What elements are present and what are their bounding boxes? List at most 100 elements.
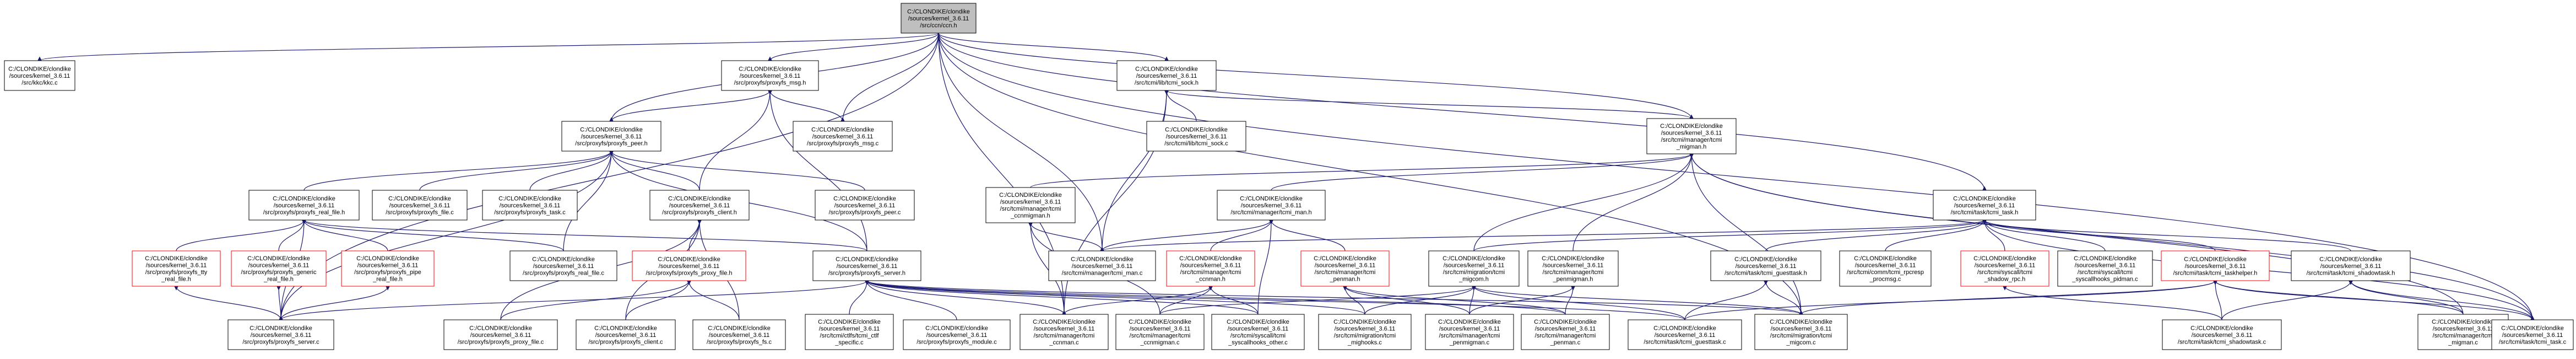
- node-tcmi-penman-c[interactable]: C:/CLONDIKE/clondike/sources/kernel_3.6.…: [1521, 314, 1610, 350]
- node-proxyfs-peer-h[interactable]: C:/CLONDIKE/clondike/sources/kernel_3.6.…: [561, 121, 661, 152]
- node-tcmi-shadow-rpc-h[interactable]: C:/CLONDIKE/clondike/sources/kernel_3.6.…: [1960, 250, 2049, 287]
- node-label-line: C:/CLONDIKE/clondike: [925, 325, 988, 331]
- node-label-line: _real_file.h: [372, 276, 403, 283]
- node-box: [793, 121, 893, 152]
- node-tcmi-mighooks-c[interactable]: C:/CLONDIKE/clondike/sources/kernel_3.6.…: [1318, 314, 1412, 350]
- node-proxyfs-tty-real-file-h[interactable]: C:/CLONDIKE/clondike/sources/kernel_3.6.…: [132, 250, 221, 287]
- node-label-line: _real_file.h: [161, 276, 191, 283]
- node-proxyfs-msg-h[interactable]: C:/CLONDIKE/clondike/sources/kernel_3.6.…: [721, 60, 819, 91]
- node-box: [1211, 314, 1305, 350]
- node-tcmi-penman-h[interactable]: C:/CLONDIKE/clondike/sources/kernel_3.6.…: [1300, 250, 1390, 287]
- node-tcmi-penmigman-c[interactable]: C:/CLONDIKE/clondike/sources/kernel_3.6.…: [1425, 314, 1514, 350]
- node-proxyfs-server-h[interactable]: C:/CLONDIKE/clondike/sources/kernel_3.6.…: [812, 250, 921, 281]
- node-tcmi-guesttask-h[interactable]: C:/CLONDIKE/clondike/sources/kernel_3.6.…: [1710, 250, 1821, 281]
- node-kkc-c[interactable]: C:/CLONDIKE/clondike/sources/kernel_3.6.…: [4, 60, 75, 91]
- node-tcmi-task-h[interactable]: C:/CLONDIKE/clondike/sources/kernel_3.6.…: [1933, 190, 2036, 221]
- node-tcmi-migman-h[interactable]: C:/CLONDIKE/clondike/sources/kernel_3.6.…: [1646, 118, 1737, 154]
- node-box: [1521, 314, 1610, 350]
- node-proxyfs-generic-real-file-h[interactable]: C:/CLONDIKE/clondike/sources/kernel_3.6.…: [231, 250, 327, 287]
- node-box: [2161, 250, 2270, 281]
- node-proxyfs-file-c[interactable]: C:/CLONDIKE/clondike/sources/kernel_3.6.…: [372, 190, 468, 221]
- node-box: [903, 319, 1011, 350]
- include-edge-tcmi_migman_h-to-tcmi_task_c: [1689, 153, 2533, 320]
- node-label-line: /sources/kernel_3.6.11: [274, 202, 334, 209]
- node-tcmi-man-c[interactable]: C:/CLONDIKE/clondike/sources/kernel_3.6.…: [1048, 250, 1156, 281]
- node-proxyfs-msg-c[interactable]: C:/CLONDIKE/clondike/sources/kernel_3.6.…: [793, 121, 893, 152]
- node-label-line: C:/CLONDIKE/clondike: [2501, 325, 2564, 331]
- include-edge-proxyfs_msg_h-to-proxyfs_server_h: [767, 90, 867, 251]
- include-edge-tcmi_migman_h-to-tcmi_ccnmigman_h: [1030, 153, 1694, 188]
- include-edge-proxyfs_proxy_file_h-to-proxyfs_fs_c: [686, 280, 740, 320]
- node-label-line: /src/proxyfs/proxyfs_file.c: [386, 209, 454, 216]
- include-edge-tcmi_sock_h-to-tcmi_migman_h: [1164, 90, 1692, 119]
- include-edge-tcmi_sock_h-to-root: [938, 33, 1169, 61]
- include-edge-proxyfs_real_file_h-to-proxyfs_pipe_real_file_h: [301, 219, 388, 251]
- node-label-line: /sources/kernel_3.6.11: [1855, 262, 1916, 269]
- node-label-line: C:/CLONDIKE/clondike: [594, 325, 657, 331]
- node-tcmi-shadowtask-h[interactable]: C:/CLONDIKE/clondike/sources/kernel_3.6.…: [2291, 250, 2411, 281]
- include-edge-tcmi_task_h-to-tcmi_migcom_h: [1473, 219, 1987, 251]
- node-tcmi-ccnman-h[interactable]: C:/CLONDIKE/clondike/sources/kernel_3.6.…: [1166, 250, 1255, 287]
- node-tcmi-man-h[interactable]: C:/CLONDIKE/clondike/sources/kernel_3.6.…: [1217, 190, 1326, 221]
- include-edge-tcmi_task_h-to-root: [938, 33, 1987, 191]
- node-proxyfs-task-c[interactable]: C:/CLONDIKE/clondike/sources/kernel_3.6.…: [482, 190, 578, 221]
- node-proxyfs-real-file-h[interactable]: C:/CLONDIKE/clondike/sources/kernel_3.6.…: [248, 190, 360, 221]
- node-proxyfs-client-h[interactable]: C:/CLONDIKE/clondike/sources/kernel_3.6.…: [649, 190, 750, 221]
- node-tcmi-taskhelper-h[interactable]: C:/CLONDIKE/clondike/sources/kernel_3.6.…: [2161, 250, 2270, 281]
- node-proxyfs-peer-c[interactable]: C:/CLONDIKE/clondike/sources/kernel_3.6.…: [815, 190, 915, 221]
- node-label-line: _syscallhooks_pidman.c: [2071, 276, 2138, 283]
- node-tcmi-sock-h[interactable]: C:/CLONDIKE/clondike/sources/kernel_3.6.…: [1116, 60, 1217, 91]
- node-label-line: C:/CLONDIKE/clondike: [708, 325, 771, 331]
- node-label-line: C:/CLONDIKE/clondike: [388, 195, 451, 202]
- node-label-line: C:/CLONDIKE/clondike: [1129, 319, 1191, 325]
- node-proxyfs-fs-c[interactable]: C:/CLONDIKE/clondike/sources/kernel_3.6.…: [692, 319, 786, 350]
- node-label-line: /src/tcmi/manager/tcmi_man.c: [1062, 270, 1143, 276]
- node-tcmi-ccnmigman-c[interactable]: C:/CLONDIKE/clondike/sources/kernel_3.6.…: [1115, 314, 1205, 350]
- node-label-line: C:/CLONDIKE/clondike: [1333, 319, 1396, 325]
- node-label-line: /sources/kernel_3.6.11: [1072, 263, 1132, 270]
- node-tcmi-ccnmigman-h[interactable]: C:/CLONDIKE/clondike/sources/kernel_3.6.…: [985, 187, 1076, 223]
- node-label-line: C:/CLONDIKE/clondike: [8, 66, 71, 72]
- node-label-line: /src/proxyfs/proxyfs_client.c: [588, 339, 663, 345]
- include-edge-tcmi_penman_h-to-tcmi_penmigman_c: [1342, 286, 1470, 315]
- node-proxyfs-server-c[interactable]: C:/CLONDIKE/clondike/sources/kernel_3.6.…: [227, 319, 334, 350]
- node-label-line: /src/tcmi/manager/tcmi: [1661, 137, 1722, 143]
- node-label-line: /sources/kernel_3.6.11: [1130, 326, 1190, 333]
- node-tcmi-syscallhooks-other-c[interactable]: C:/CLONDIKE/clondike/sources/kernel_3.6.…: [1211, 314, 1305, 350]
- node-tcmi-rpcresp-procmsg-c[interactable]: C:/CLONDIKE/clondike/sources/kernel_3.6.…: [1839, 250, 1932, 287]
- node-tcmi-syscallhooks-pidman-c[interactable]: C:/CLONDIKE/clondike/sources/kernel_3.6.…: [2057, 250, 2153, 287]
- node-box: [509, 250, 617, 281]
- node-proxyfs-real-file-c[interactable]: C:/CLONDIKE/clondike/sources/kernel_3.6.…: [509, 250, 617, 281]
- node-tcmi-penmigman-h[interactable]: C:/CLONDIKE/clondike/sources/kernel_3.6.…: [1527, 250, 1619, 287]
- include-edge-proxyfs_msg_h-to-proxyfs_msg_c: [767, 90, 843, 122]
- node-tcmi-sock-c[interactable]: C:/CLONDIKE/clondike/sources/kernel_3.6.…: [1146, 121, 1246, 152]
- node-label-line: /sources/kernel_3.6.11: [2320, 263, 2381, 270]
- node-box: [1019, 314, 1109, 350]
- include-edge-proxyfs_peer_h-to-proxyfs_real_file_h: [303, 151, 614, 191]
- node-box: [901, 3, 977, 34]
- node-proxyfs-client-c[interactable]: C:/CLONDIKE/clondike/sources/kernel_3.6.…: [576, 319, 676, 350]
- node-label-line: /src/tcmi/lib/tcmi_sock.h: [1135, 79, 1198, 86]
- include-edge-tcmi_task_h-to-tcmi_taskhelper_h: [1982, 219, 2216, 251]
- node-proxyfs-proxy-file-c[interactable]: C:/CLONDIKE/clondike/sources/kernel_3.6.…: [443, 319, 558, 350]
- include-edge-proxyfs_server_h-to-tcmi_ccnman_c: [864, 280, 1065, 315]
- node-proxyfs-proxy-file-h[interactable]: C:/CLONDIKE/clondike/sources/kernel_3.6.…: [632, 250, 746, 281]
- node-root[interactable]: C:/CLONDIKE/clondike/sources/kernel_3.6.…: [901, 3, 977, 34]
- include-edge-tcmi_man_h-to-tcmi_syscallhooks_other_c: [1257, 219, 1274, 315]
- include-edge-proxyfs_msg_h-to-proxyfs_peer_h: [611, 90, 773, 122]
- node-tcmi-shadowtask-c[interactable]: C:/CLONDIKE/clondike/sources/kernel_3.6.…: [2162, 319, 2282, 350]
- node-label-line: /src/tcmi/migration/tcmi: [1334, 333, 1396, 339]
- node-tcmi-migcom-c[interactable]: C:/CLONDIKE/clondike/sources/kernel_3.6.…: [1754, 314, 1848, 350]
- node-proxyfs-module-c[interactable]: C:/CLONDIKE/clondike/sources/kernel_3.6.…: [903, 319, 1011, 350]
- node-label-line: /sources/kernel_3.6.11: [819, 326, 880, 333]
- node-tcmi-ctlfs-specific-c[interactable]: C:/CLONDIKE/clondike/sources/kernel_3.6.…: [805, 314, 894, 350]
- node-tcmi-task-c[interactable]: C:/CLONDIKE/clondike/sources/kernel_3.6.…: [2491, 319, 2574, 350]
- node-tcmi-ccnman-c[interactable]: C:/CLONDIKE/clondike/sources/kernel_3.6.…: [1019, 314, 1109, 350]
- node-tcmi-guesttask-c[interactable]: C:/CLONDIKE/clondike/sources/kernel_3.6.…: [1628, 319, 1742, 350]
- include-edge-proxyfs_proxy_file_h-to-proxyfs_client_c: [625, 280, 692, 320]
- node-box: [721, 60, 819, 91]
- node-label-line: /src/proxyfs/proxyfs_client.h: [662, 209, 737, 216]
- node-proxyfs-pipe-real-file-h[interactable]: C:/CLONDIKE/clondike/sources/kernel_3.6.…: [341, 250, 435, 287]
- node-tcmi-migcom-h[interactable]: C:/CLONDIKE/clondike/sources/kernel_3.6.…: [1428, 250, 1520, 287]
- node-label-line: /sources/kernel_3.6.11: [669, 202, 730, 209]
